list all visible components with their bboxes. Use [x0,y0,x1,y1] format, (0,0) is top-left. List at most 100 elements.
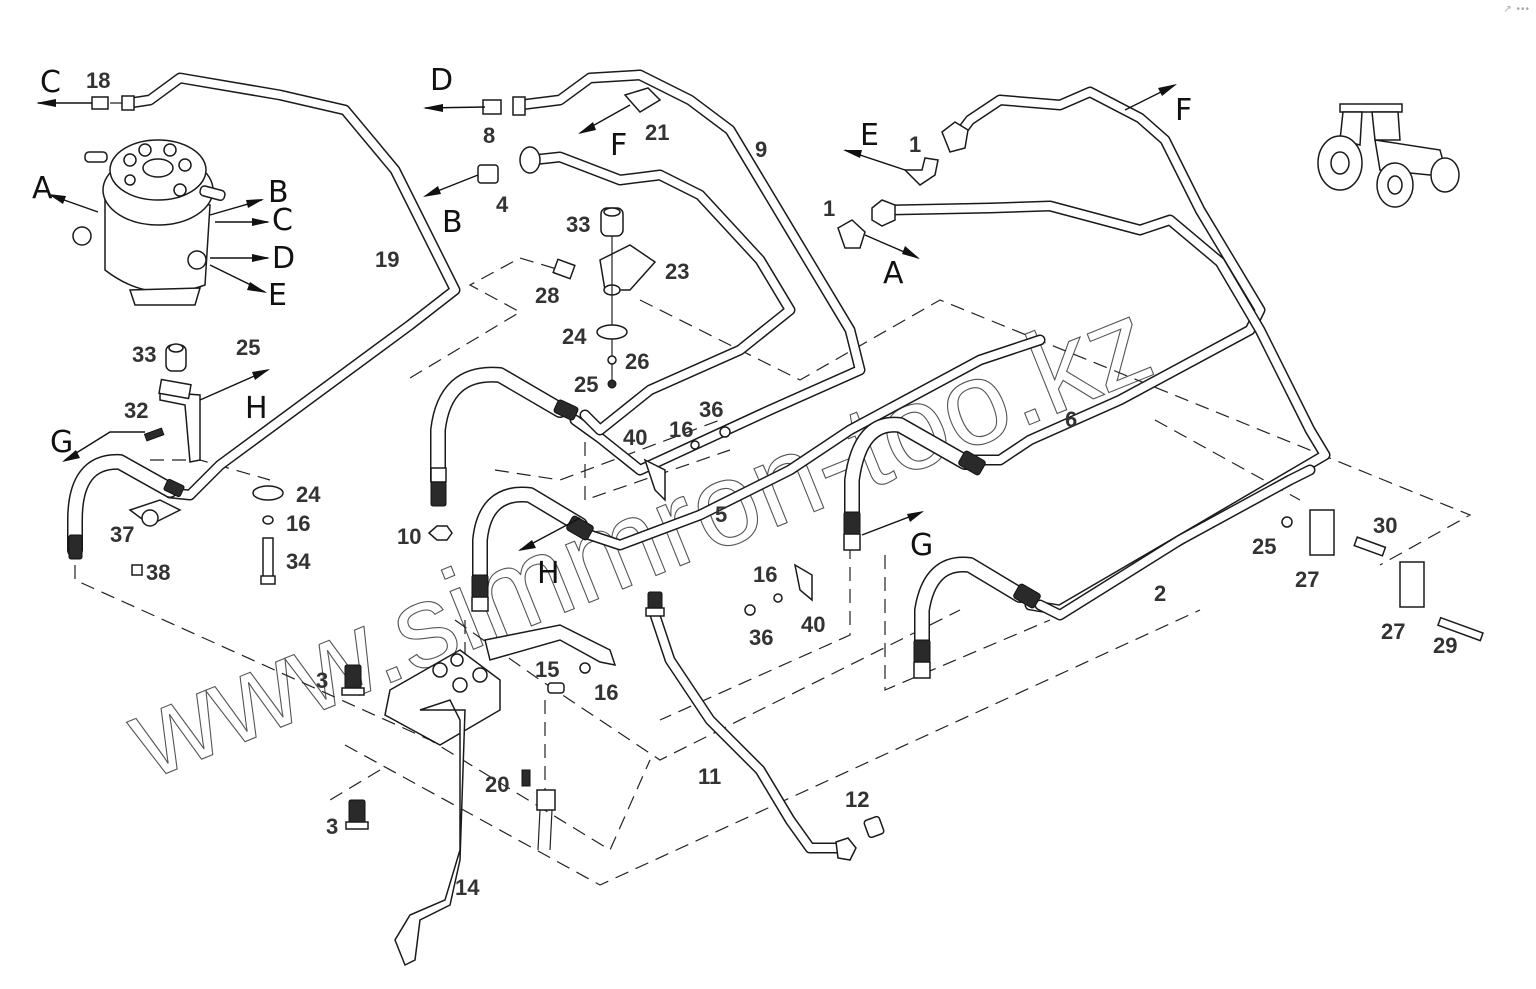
part-label-27-upper: 27 [1295,567,1319,592]
fitting-20 [521,769,531,787]
tractor-icon [1317,103,1460,208]
letter-A-valve: A [32,171,53,206]
fitting-bottom [536,789,556,851]
letter-F-mid: F [610,128,627,163]
nut-10 [427,525,453,541]
part-label-8: 8 [483,123,495,148]
letter-A-right: A [883,256,904,291]
part-label-15: 15 [535,657,559,682]
part-label-16-upper: 16 [669,417,693,442]
part-label-29: 29 [1433,633,1457,658]
fittings-top [91,87,662,184]
part-label-30: 30 [1373,513,1397,538]
part-label-33-top: 33 [566,212,590,237]
washer-24-top [596,324,628,340]
part-label-1-upper: 1 [909,132,921,157]
part-label-24-top: 24 [562,324,587,349]
hose-fittings [68,399,1041,679]
bracket-14 [384,624,617,967]
fitting-3b [345,799,369,830]
part-label-25-left: 25 [236,335,260,360]
elbow-fittings-right [837,121,969,249]
bracket-32 [143,343,201,463]
clip-37 [128,499,182,576]
assembly-dash-lines [74,257,1472,886]
part-label-37: 37 [110,522,134,547]
letter-C-valve: C [272,203,293,238]
letter-H-left: H [245,391,268,426]
connection-letters: C A B C D E D F B E A F H G H G [32,63,1192,591]
fitting-12 [835,815,885,861]
clip-40-upper [643,426,731,502]
part-label-38: 38 [146,560,170,585]
steering-valve [72,139,226,306]
clamp-27 [1281,509,1484,642]
fitting-3a [341,664,365,696]
part-label-33-left: 33 [132,342,156,367]
part-label-3-lower: 3 [326,814,338,839]
bolt-34 [252,485,284,585]
part-label-23: 23 [665,259,689,284]
part-label-3-upper: 3 [316,668,328,693]
letter-F-right: F [1175,93,1192,128]
tube-4 [526,151,796,436]
bolt-15 [547,662,591,694]
tube-upper-right [949,86,1266,466]
letter-B-mid: B [442,205,463,240]
part-label-27-lower: 27 [1381,619,1405,644]
part-label-26: 26 [625,349,649,374]
part-label-2: 2 [1154,581,1166,606]
letter-G-mid: G [910,528,933,563]
part-label-16-bracket: 16 [594,680,618,705]
part-label-21: 21 [645,120,669,145]
corner-toolbar: ↗ ••• [1503,4,1530,15]
part-label-4: 4 [496,192,509,217]
letter-C-top: C [40,65,61,100]
part-label-1-lower: 1 [823,196,835,221]
part-label-40-lower: 40 [801,612,825,637]
part-label-32: 32 [124,398,148,423]
part-label-40-upper: 40 [623,425,647,450]
letter-H-mid: H [537,556,560,591]
part-label-19: 19 [375,247,399,272]
letter-D-valve: D [272,241,295,276]
letter-D-top: D [430,63,453,98]
part-numbers: 18 19 8 21 9 4 33 23 28 24 26 25 1 1 33 … [86,68,1457,900]
letter-B-valve: B [268,175,289,210]
part-label-6: 6 [1065,407,1077,432]
hose-6-left [844,416,973,533]
part-label-9: 9 [755,137,767,162]
more-dots-icon: ••• [1516,4,1530,15]
letter-E-right: E [860,118,879,153]
hose-10 [430,366,568,488]
part-label-36-upper: 36 [699,397,723,422]
part-label-24-left: 24 [296,482,321,507]
connection-arrows [36,84,1177,551]
part-label-14: 14 [455,875,480,900]
hose-2 [914,556,1028,663]
isolator-33-top [600,207,624,237]
tube-5 [584,334,1046,551]
part-label-5: 5 [715,502,727,527]
part-label-25-right: 25 [1252,534,1276,559]
part-label-11: 11 [698,764,721,789]
part-label-25-top: 25 [574,372,598,397]
tube-9 [514,69,866,476]
part-label-16-lower: 16 [753,562,777,587]
bracket-23 [552,230,657,385]
tube-11 [649,609,846,854]
part-label-28: 28 [535,283,559,308]
nut-26-25-top [607,355,617,389]
part-label-36-lower: 36 [749,625,773,650]
part-label-16-left: 16 [286,511,310,536]
part-label-20: 20 [485,772,509,797]
letter-E-valve: E [268,278,287,313]
part-label-12: 12 [845,787,869,812]
part-label-18: 18 [86,68,110,93]
tube-2 [1034,464,1316,621]
clip-40-lower [744,563,813,616]
hose-5-left [472,486,588,598]
letter-G-left: G [50,425,73,460]
link-icon: ↗ [1503,4,1513,15]
